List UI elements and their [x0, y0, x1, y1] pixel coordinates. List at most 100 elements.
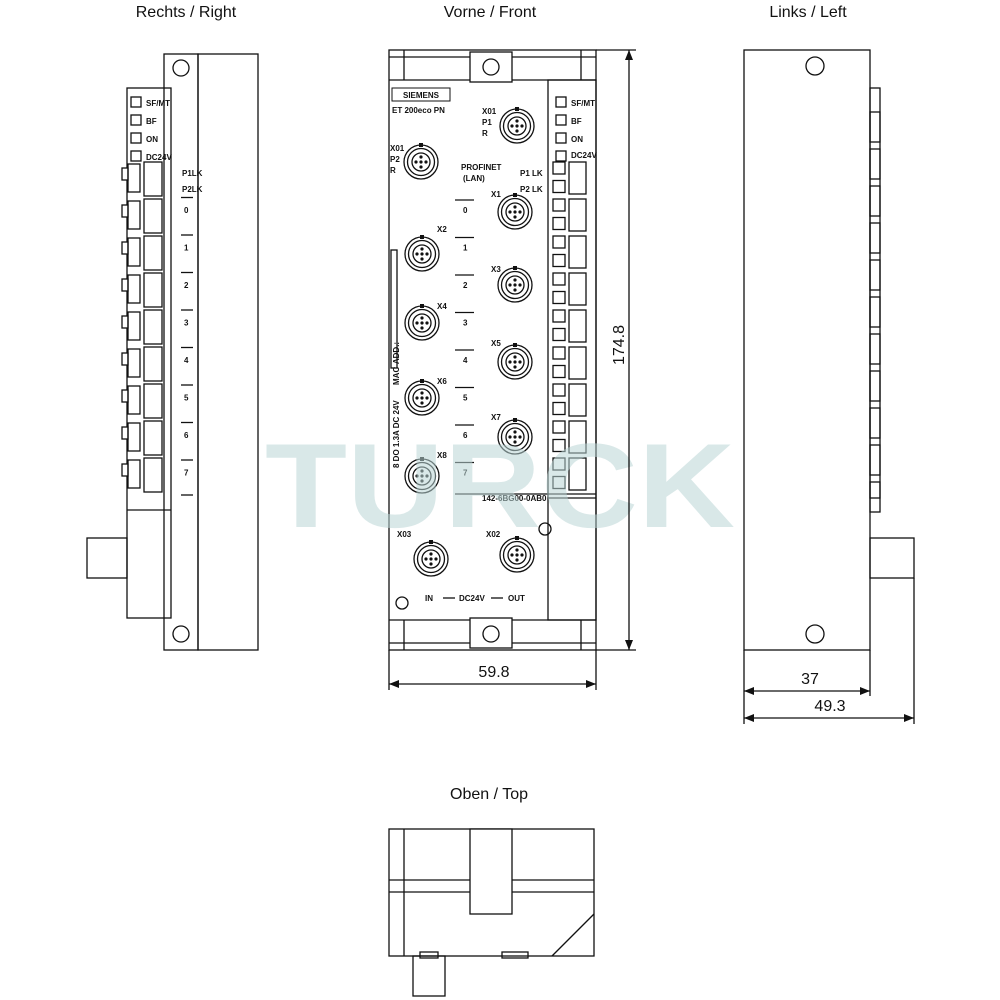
right-side-clip: [121, 167, 129, 181]
right-view-mount-hole-bottom: [172, 625, 190, 643]
right-side-tab: [127, 311, 141, 341]
p1-label: P1: [482, 118, 492, 127]
left-side-tab: [869, 259, 881, 291]
left-view: [743, 49, 915, 651]
view-title-left: Links / Left: [769, 4, 847, 21]
order-number: 142-6BG00-0AB0: [482, 494, 547, 503]
dimension-lines: 174.8 59.8 37 49.3: [388, 49, 915, 724]
right-channel-label-6: 6: [184, 431, 189, 440]
connector-x7: [497, 418, 533, 455]
channel-led: [552, 438, 566, 453]
channel-led: [552, 235, 566, 249]
connector-x03: [413, 540, 449, 577]
port-label-x5: X5: [491, 339, 501, 348]
left-mount-hole-top: [805, 56, 825, 76]
right-led-dc-label: DC24V: [146, 153, 172, 162]
channel-led-window: [568, 457, 587, 491]
right-status-led-3: [130, 150, 142, 162]
right-status-led-1: [130, 114, 142, 126]
status-led-3: [555, 150, 567, 162]
right-channel-label-3: 3: [184, 319, 189, 328]
right-led-window: [143, 235, 163, 271]
front-led-column: [552, 96, 587, 491]
right-view-body: [197, 53, 259, 651]
right-view-connector-stub: [86, 537, 128, 579]
view-title-right: Rechts / Right: [136, 4, 237, 21]
front-bottom-bracket: [469, 617, 513, 649]
right-side-tab: [127, 237, 141, 267]
right-led-on-label: ON: [146, 135, 158, 144]
bottom-out-label: OUT: [508, 594, 525, 603]
front-led-on-label: ON: [571, 135, 583, 144]
channel-led: [552, 216, 566, 231]
right-side-tab: [127, 163, 141, 193]
port-label-x8: X8: [437, 451, 447, 460]
channel-label-5: 5: [463, 394, 468, 403]
connector-x1: [497, 193, 533, 230]
dim-depth-body: 37: [801, 671, 819, 688]
channel-led: [552, 383, 566, 397]
connector-x02: [499, 536, 535, 573]
channel-led: [552, 420, 566, 434]
channel-label-1: 1: [463, 244, 468, 253]
left-side-tab: [869, 148, 881, 180]
connector-x2: [404, 235, 440, 272]
bottom-in-label: IN: [425, 594, 433, 603]
channel-led: [552, 346, 566, 360]
channel-led: [552, 401, 566, 416]
right-led-window: [143, 457, 163, 493]
front-screw-right: [538, 522, 552, 536]
channel-led-window: [568, 235, 587, 269]
right-side-tab: [127, 459, 141, 489]
right-side-clip: [121, 204, 129, 218]
right-side-tab: [127, 348, 141, 378]
left-side-tab: [869, 481, 881, 513]
left-side-tab: [869, 407, 881, 439]
right-channel-label-7: 7: [184, 469, 189, 478]
lan-label: (LAN): [463, 174, 485, 183]
front-view: SIEMENS ET 200eco PN X01 P1 R X01 P2 R P…: [388, 49, 597, 651]
right-side-clip: [121, 315, 129, 329]
right-side-clip: [121, 278, 129, 292]
front-led-dc-label: DC24V: [571, 151, 597, 160]
r1-label: R: [482, 129, 488, 138]
left-side-tab: [869, 444, 881, 476]
port-label-x7: X7: [491, 413, 501, 422]
left-view-body: [743, 49, 871, 651]
right-p1lk-label: P1LK: [182, 169, 203, 178]
port-label-x4: X4: [437, 302, 447, 311]
channel-label-3: 3: [463, 319, 468, 328]
channel-led-window: [568, 161, 587, 195]
right-side-clip: [121, 389, 129, 403]
right-led-window: [143, 272, 163, 308]
front-top-bracket: [469, 51, 513, 83]
front-mount-hole-bottom: [482, 625, 500, 643]
right-view-end-plate: [163, 53, 199, 651]
status-led-1: [555, 114, 567, 126]
channel-led-window: [568, 272, 587, 306]
connector-x6: [404, 379, 440, 416]
right-channel-label-0: 0: [184, 206, 189, 215]
channel-led-window: [568, 420, 587, 454]
right-led-window: [143, 420, 163, 456]
model-name: ET 200eco PN: [392, 106, 445, 115]
channel-label-7: 7: [463, 469, 468, 478]
view-title-top: Oben / Top: [450, 786, 528, 803]
connector-x01-p2: [403, 143, 439, 180]
top-view: [388, 828, 595, 997]
right-channel-label-2: 2: [184, 281, 189, 290]
left-side-tab: [869, 185, 881, 217]
front-screw-left: [395, 596, 409, 610]
channel-led-window: [568, 383, 587, 417]
channel-led: [552, 198, 566, 212]
left-view-side-strip: [869, 87, 881, 499]
x02-label: X02: [486, 530, 501, 539]
top-view-connector-stub: [412, 955, 446, 997]
p1lk-label: P1 LK: [520, 169, 543, 178]
channel-led: [552, 475, 566, 490]
dim-width: 59.8: [478, 664, 509, 681]
